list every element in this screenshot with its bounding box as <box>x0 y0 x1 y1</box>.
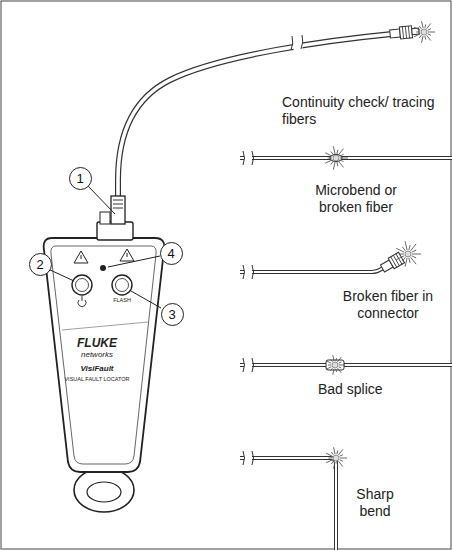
fiber-cable-core <box>118 34 392 205</box>
break-gap <box>244 265 252 279</box>
callout-text: 3 <box>168 307 175 322</box>
fault-label: Broken fiber in connector <box>332 288 444 322</box>
fiber-core <box>240 458 336 550</box>
callout-number: 4 <box>160 242 183 265</box>
locator-face <box>51 246 156 464</box>
fault-label: Bad splice <box>318 381 418 398</box>
fiber-connector <box>111 196 125 224</box>
loop-hole <box>87 482 121 502</box>
dust-cap <box>100 212 110 224</box>
fiber <box>240 363 452 367</box>
connector <box>379 252 404 273</box>
face-line <box>62 322 148 330</box>
device-marking: VISUAL FAULT LOCATOR <box>55 376 139 383</box>
callout-number: 3 <box>161 303 184 326</box>
leader-line <box>131 291 161 308</box>
light-glow <box>326 447 347 468</box>
callout-text: 4 <box>167 246 174 261</box>
connector-housing <box>97 222 133 240</box>
break-mark <box>291 35 303 50</box>
break-mark <box>243 151 254 165</box>
fiber <box>240 156 452 160</box>
leader-line <box>48 269 74 281</box>
led <box>100 265 106 271</box>
splice <box>326 360 344 370</box>
light-glow <box>325 146 348 169</box>
light-glow <box>326 355 345 374</box>
device-marking: FLASH <box>108 297 136 304</box>
light-glow <box>414 21 435 42</box>
break-gap <box>244 451 252 465</box>
fiber-connector-end <box>389 25 419 40</box>
break-mark <box>243 451 254 465</box>
break-mark <box>243 358 254 372</box>
break-gap <box>244 151 252 165</box>
hanging-loop <box>74 468 134 512</box>
connector-ribs <box>113 200 123 208</box>
fiber <box>240 458 336 550</box>
power-symbol <box>78 296 86 307</box>
fault-label: Continuity check/ tracing fibers <box>282 94 447 128</box>
callout-number: 1 <box>69 167 92 190</box>
break-mark <box>243 265 254 279</box>
fiber-core <box>240 157 452 159</box>
callout-text: 1 <box>76 171 83 186</box>
warning-mark <box>81 253 127 259</box>
leader-line <box>88 186 115 214</box>
locator-body <box>44 238 165 472</box>
fiber-cable <box>118 34 392 205</box>
light-glow <box>396 241 421 266</box>
leader-line <box>108 256 160 267</box>
flash-button <box>112 275 132 295</box>
device-marking: VisiFault <box>62 364 132 374</box>
power-button <box>72 275 92 295</box>
break-gap <box>244 358 252 372</box>
fiber <box>240 268 383 272</box>
fault-label: Sharp bend <box>340 486 410 520</box>
fault-label: Microbend or broken fiber <box>296 182 416 216</box>
device-marking: FLUKE <box>62 336 132 350</box>
fiber-core <box>240 364 452 366</box>
callout-number: 2 <box>29 253 52 276</box>
warning-symbol <box>74 249 134 263</box>
fiber-core <box>240 268 383 272</box>
power-button-ring <box>76 279 89 292</box>
flash-button-ring <box>116 279 129 292</box>
device-marking: networks <box>62 350 132 360</box>
callout-text: 2 <box>36 257 43 272</box>
